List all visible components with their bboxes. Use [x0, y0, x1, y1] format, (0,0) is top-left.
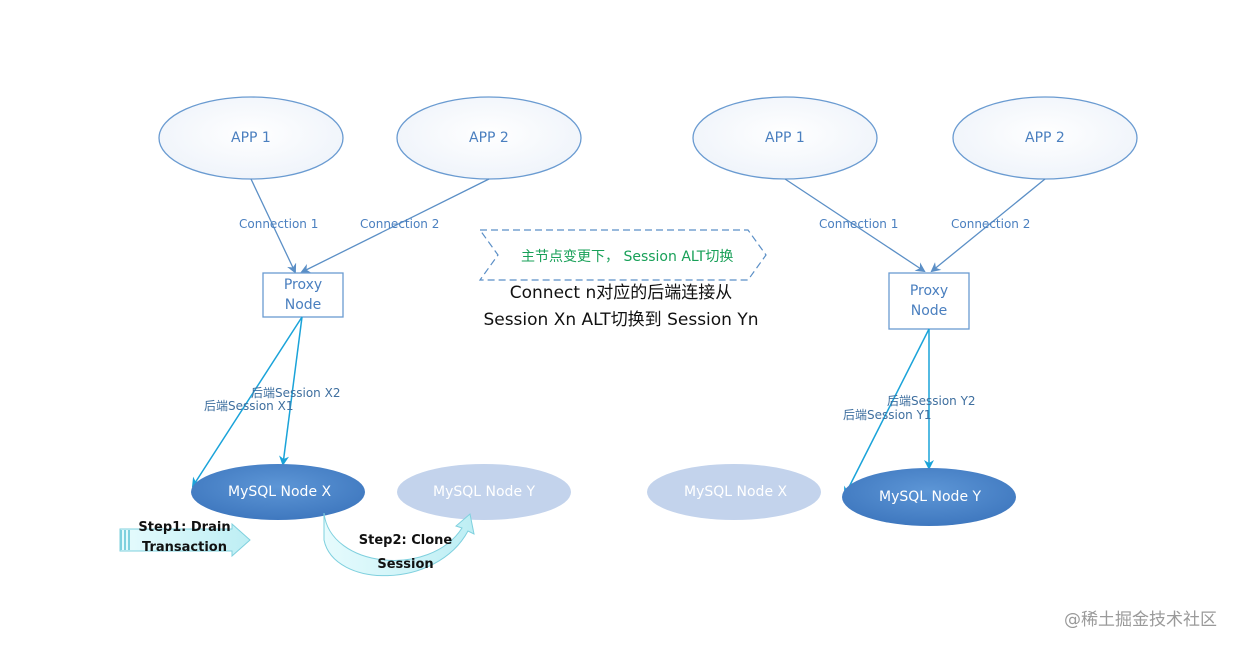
left-session-x2-label: 后端Session X2: [251, 386, 341, 400]
left-mysql-node-x-label: MySQL Node X: [228, 484, 332, 500]
left-connection1-line: [250, 178, 297, 274]
left-proxy-label-line2: Node: [284, 297, 322, 313]
right-session-y1-label: 后端Session Y1: [843, 408, 932, 422]
right-session-y2-label: 后端Session Y2: [887, 394, 976, 408]
left-mysql-node-y-label: MySQL Node Y: [433, 484, 536, 500]
right-mysql-node-x-label: MySQL Node X: [684, 484, 788, 500]
right-session-y1-arrow: [844, 328, 930, 497]
right-connection2-line: [930, 178, 1046, 273]
step1-arrow-stripe-3: [128, 530, 130, 550]
right-proxy-label-line2: Node: [910, 303, 948, 319]
watermark: @稀土掘金技术社区: [1064, 610, 1217, 630]
right-proxy-node: [888, 272, 970, 330]
step1-arrow-stripe-2: [124, 530, 126, 550]
step1-label: Step1: Drain Transaction: [132, 518, 237, 558]
left-session-x2-arrow: [279, 316, 303, 466]
left-proxy-node: [262, 272, 344, 318]
right-proxy-label: Proxy Node: [889, 281, 969, 321]
left-session-x1-arrow: [191, 316, 303, 488]
left-connection2-line: [300, 178, 490, 273]
step1-label-line1: Step1: Drain: [138, 520, 231, 535]
left-mysql-node-y: [397, 464, 571, 520]
right-connection1-label: Connection 1: [819, 217, 899, 231]
left-app2-label: APP 2: [469, 130, 509, 146]
step1-arrow-stripe-1: [120, 530, 122, 550]
step1-arrow: [119, 522, 251, 558]
left-proxy-label-line1: Proxy: [283, 277, 323, 293]
right-app2-label: APP 2: [1025, 130, 1065, 146]
center-banner-arrow: [478, 229, 767, 281]
step2-label-line2: Session: [377, 557, 434, 572]
left-proxy-label: Proxy Node: [263, 275, 343, 315]
center-banner-label: 主节点变更下， Session ALT切换: [521, 249, 734, 265]
step1-label-line2: Transaction: [142, 540, 227, 555]
center-caption-line2: Session Xn ALT切换到 Session Yn: [483, 310, 759, 330]
left-connection2-label: Connection 2: [360, 217, 440, 231]
right-connection2-label: Connection 2: [951, 217, 1031, 231]
center-caption: Connect n对应的后端连接从 Session Xn ALT切换到 Sess…: [476, 280, 766, 334]
center-caption-line1: Connect n对应的后端连接从: [509, 283, 733, 303]
right-mysql-node-x: [647, 464, 821, 520]
step2-label-line1: Step2: Clone: [358, 533, 453, 548]
left-connection1-label: Connection 1: [239, 217, 319, 231]
left-session-x1-label: 后端Session X1: [204, 399, 294, 413]
step2-label: Step2: Clone Session: [353, 531, 458, 575]
right-connection1-line: [784, 178, 926, 273]
step2-curved-arrow: [323, 512, 475, 577]
right-mysql-node-y-label: MySQL Node Y: [879, 489, 982, 505]
right-proxy-label-line1: Proxy: [909, 283, 949, 299]
left-app1-label: APP 1: [231, 130, 271, 146]
right-app1-label: APP 1: [765, 130, 805, 146]
right-mysql-node-y: [842, 468, 1016, 526]
left-mysql-node-x: [191, 464, 365, 520]
